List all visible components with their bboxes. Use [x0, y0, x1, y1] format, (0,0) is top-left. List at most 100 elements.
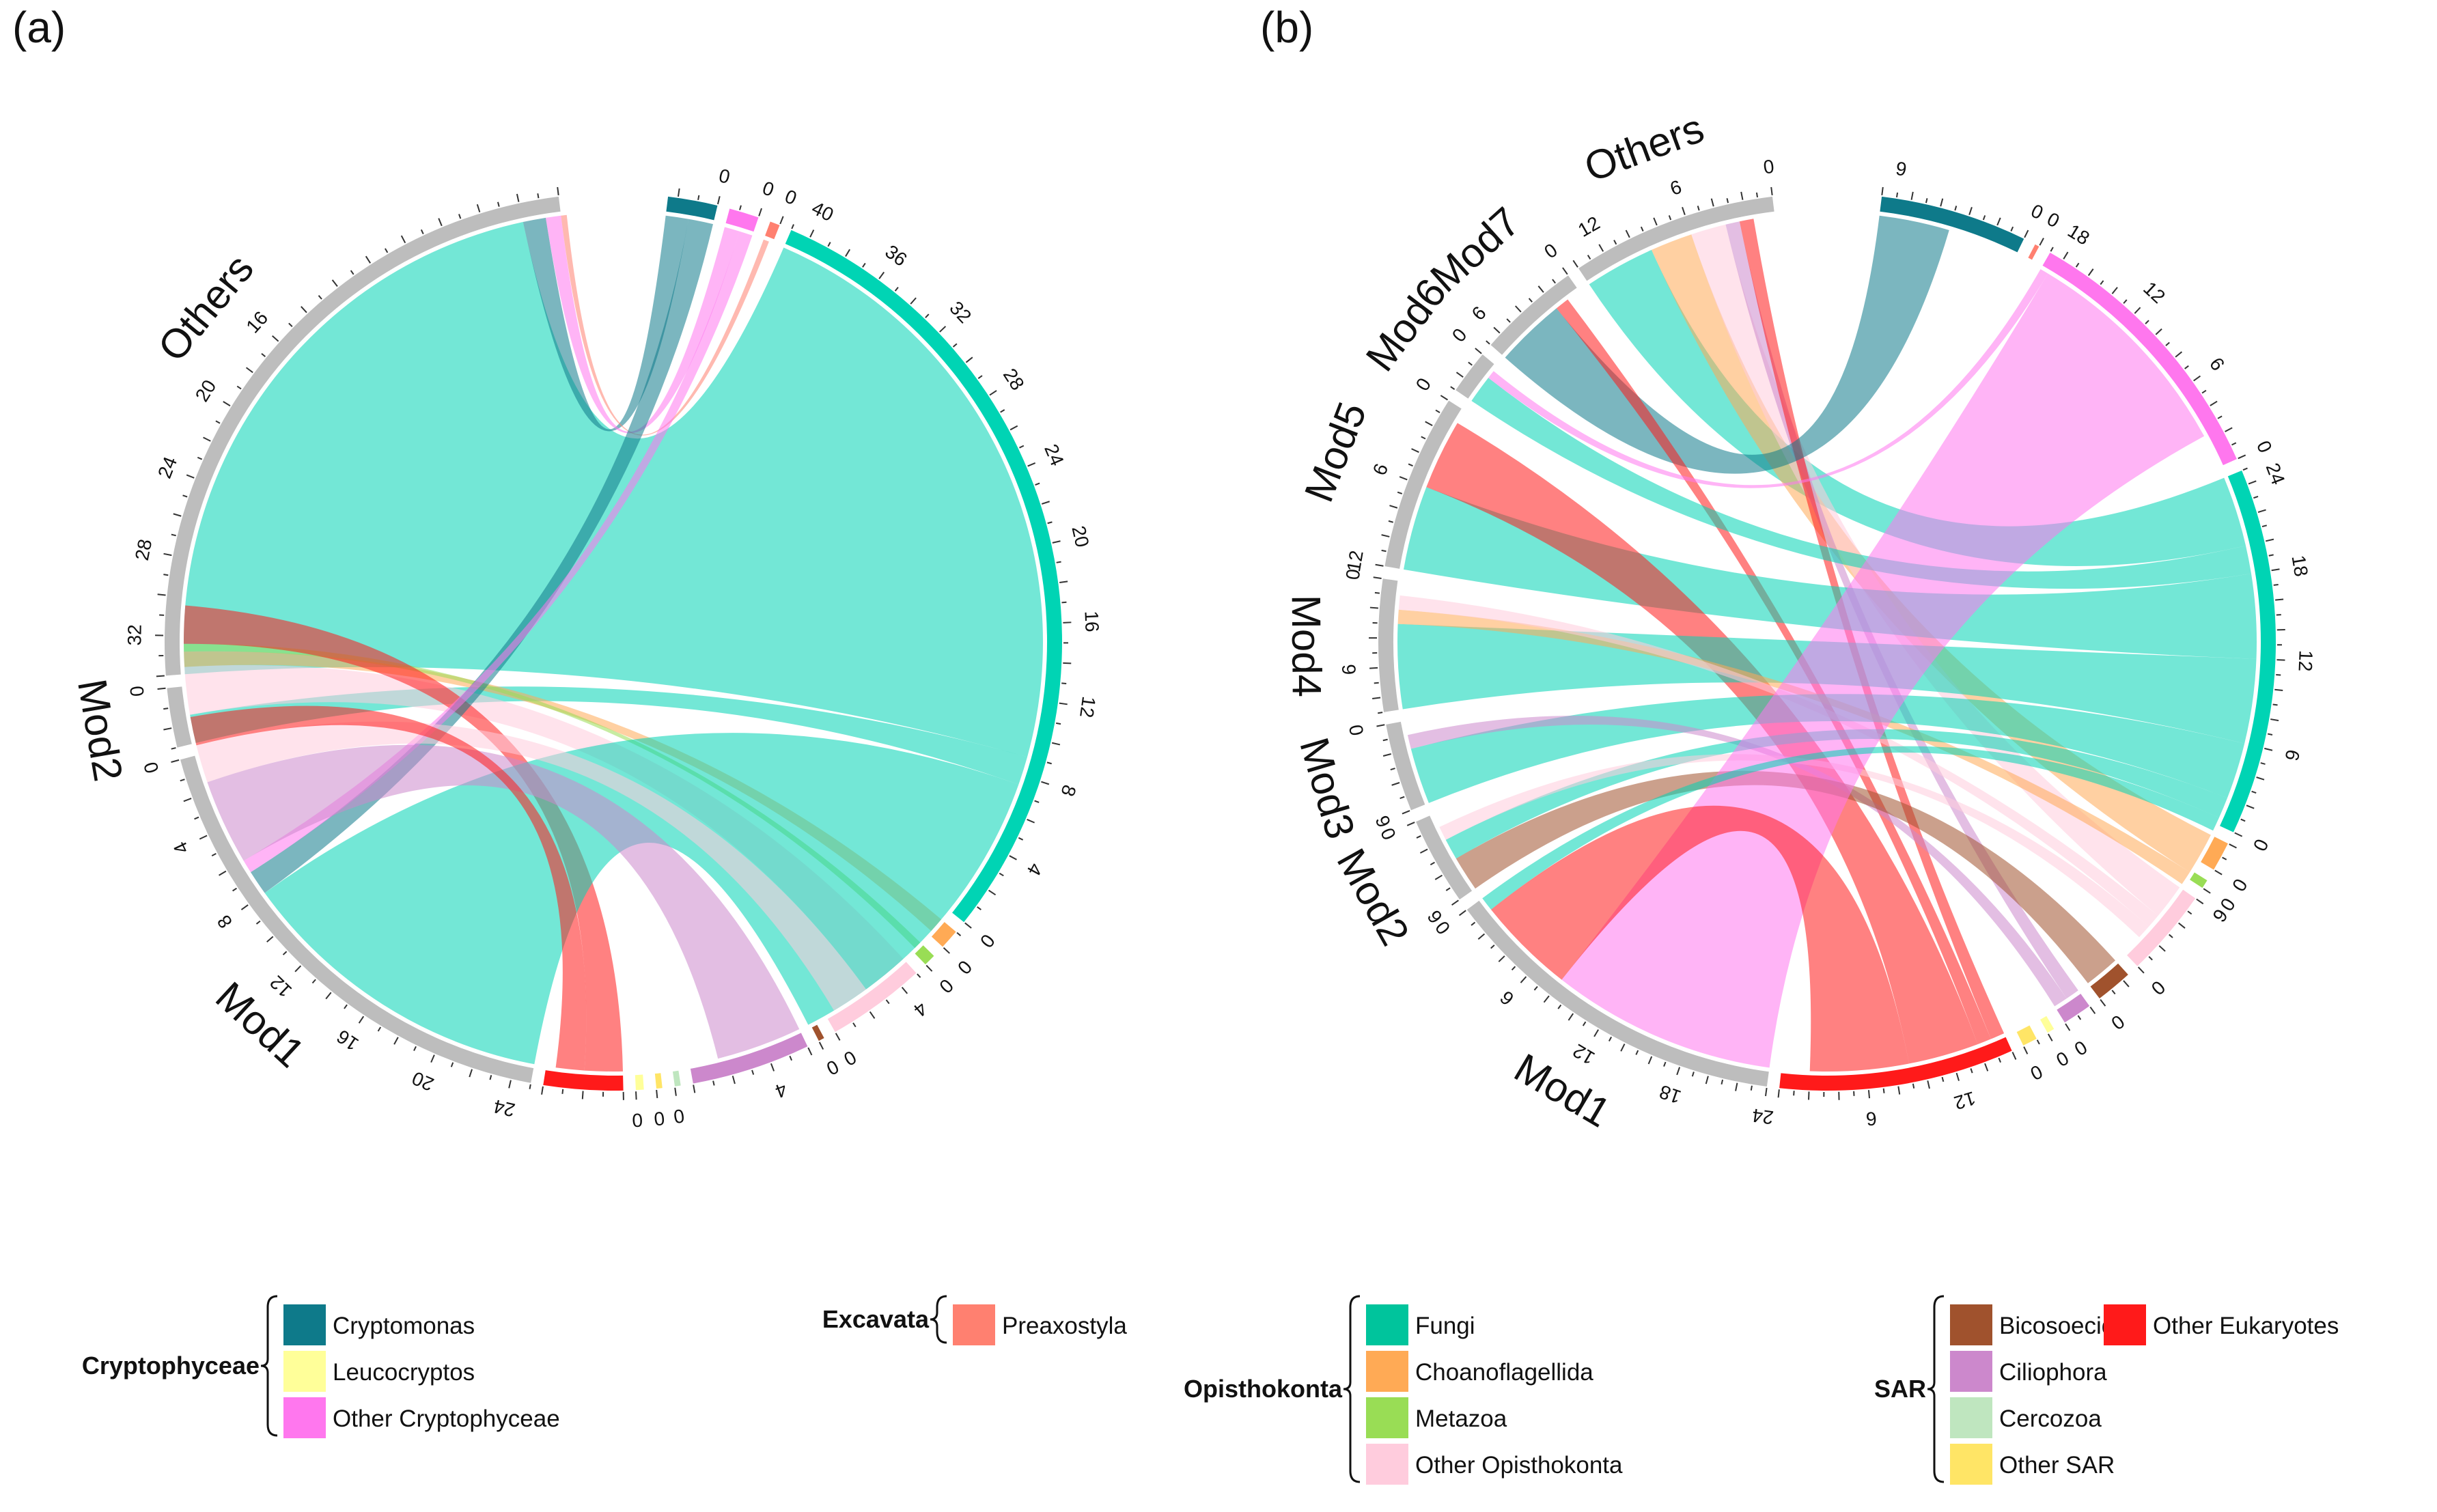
tick-label: 18 — [1657, 1081, 1684, 1108]
sector-arc — [690, 1033, 808, 1084]
sector-arc — [654, 1073, 663, 1089]
tick-mark — [1471, 921, 1476, 926]
tick-mark — [1035, 482, 1040, 486]
legend-swatch — [283, 1304, 326, 1345]
sector-ciliophora: 4 — [690, 1033, 813, 1102]
sector-arc — [666, 196, 718, 221]
tick-mark — [476, 204, 481, 213]
tick-mark — [1691, 1072, 1695, 1077]
tick-mark — [1372, 697, 1381, 699]
tick-mark — [770, 1063, 775, 1072]
tick-label: 24 — [154, 453, 181, 481]
tick-mark — [1486, 340, 1490, 345]
tick-mark — [1009, 855, 1017, 860]
tick-mark — [2165, 341, 2170, 346]
tick-mark — [1369, 667, 1378, 669]
tick-mark — [2261, 524, 2268, 528]
legend-brace — [1927, 1295, 1945, 1483]
tick-mark — [1041, 781, 1050, 785]
tick-mark — [1052, 540, 1061, 544]
legend-swatch — [283, 1397, 326, 1438]
tick-label: 12 — [266, 972, 296, 1002]
sector-arc — [1378, 578, 1399, 712]
legend-group: Other Eukaryotes — [2104, 1304, 2339, 1345]
legend: CryptophyceaeCryptomonasLeucocryptosOthe… — [82, 1295, 2339, 1485]
tick-mark — [845, 249, 851, 257]
tick-mark — [1537, 285, 1544, 293]
sector-label: Others — [149, 246, 262, 370]
tick-label: 6 — [1496, 987, 1518, 1009]
tick-mark — [2100, 280, 2104, 285]
tick-mark — [1378, 712, 1383, 714]
tick-mark — [194, 816, 199, 820]
tick-mark — [656, 1089, 658, 1099]
tick-mark — [1498, 955, 1505, 962]
tick-mark — [1593, 1029, 1600, 1037]
legend-swatch — [1950, 1304, 1992, 1345]
tick-mark — [1421, 436, 1426, 440]
tick-label: 0 — [126, 685, 148, 698]
tick-mark — [163, 552, 172, 557]
tick-label: 4 — [910, 998, 932, 1021]
sector-arc — [1466, 900, 1769, 1087]
tick-mark — [2256, 776, 2265, 781]
sector-arc — [827, 962, 917, 1033]
tick-label: 0 — [760, 177, 777, 200]
tick-mark — [1382, 738, 1388, 742]
tick-label: 8 — [213, 911, 236, 932]
tick-mark — [791, 224, 794, 229]
sector-arc — [1490, 275, 1577, 355]
tick-label: 0 — [2027, 1061, 2046, 1084]
tick-mark — [183, 798, 192, 802]
chord-link — [523, 215, 689, 432]
chord-link — [196, 721, 867, 1011]
tick-label: 16 — [242, 307, 272, 337]
tick-label: 0 — [840, 1046, 860, 1070]
tick-label: 0 — [2253, 438, 2276, 456]
tick-label: 12 — [1569, 1040, 1598, 1069]
sector-label: Mod1 — [1507, 1045, 1618, 1136]
tick-mark — [1520, 976, 1527, 983]
tick-label: 36 — [881, 240, 910, 270]
tick-mark — [807, 1047, 813, 1056]
tick-mark — [1009, 425, 1018, 431]
tick-mark — [1647, 1056, 1653, 1065]
tick-mark — [163, 574, 169, 576]
legend-label: Other SAR — [1999, 1452, 2115, 1479]
tick-mark — [1477, 933, 1486, 940]
tick-mark — [1528, 298, 1533, 303]
tick-mark — [1552, 279, 1556, 284]
sector-other_sar: 0 — [653, 1073, 665, 1130]
tick-mark — [1676, 1067, 1681, 1076]
chord-panel-b: 090061218061218240006000061206121824Mod1… — [1283, 105, 2317, 1136]
tick-label: 12 — [1951, 1087, 1978, 1114]
legend-brace — [930, 1295, 947, 1344]
tick-mark — [1456, 372, 1464, 378]
tick-mark — [901, 986, 908, 994]
tick-label: 6 — [2205, 354, 2229, 375]
legend-swatch — [1950, 1397, 1992, 1438]
sector-label: Mod1 — [207, 973, 314, 1076]
tick-mark — [1726, 198, 1729, 204]
tick-mark — [1770, 186, 1773, 196]
tick-mark — [977, 906, 981, 910]
tick-label: 0 — [2028, 200, 2047, 224]
tick-label: 0 — [2052, 1047, 2072, 1071]
tick-mark — [2010, 226, 2014, 232]
tick-mark — [156, 675, 165, 677]
tick-mark — [2089, 1006, 2096, 1014]
sector-arc — [1456, 354, 1494, 399]
sector-leucocryptos: 0 — [2040, 1016, 2072, 1071]
tick-label: 32 — [124, 624, 145, 646]
tick-mark — [1668, 215, 1672, 221]
tick-mark — [885, 999, 890, 1005]
tick-mark — [894, 287, 899, 292]
tick-mark — [1027, 818, 1035, 824]
legend-swatch — [1950, 1351, 1992, 1392]
tick-mark — [1998, 1057, 2001, 1063]
tick-mark — [1710, 198, 1714, 207]
tick-mark — [2175, 351, 2183, 358]
tick-mark — [1411, 448, 1419, 453]
tick-mark — [1451, 899, 1459, 906]
